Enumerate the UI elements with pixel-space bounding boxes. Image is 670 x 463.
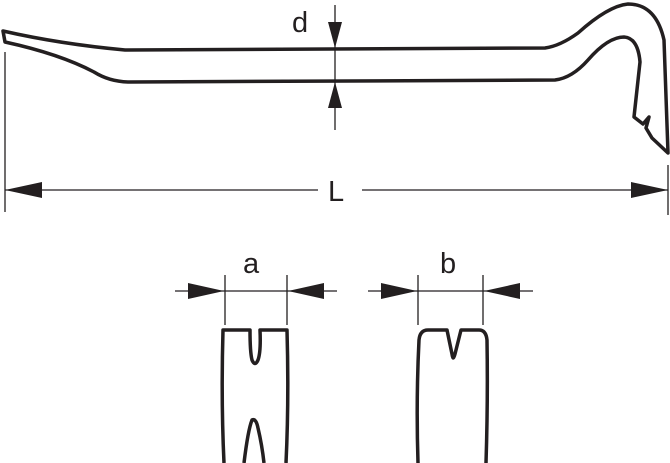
arrow-left-icon bbox=[5, 182, 42, 198]
arrow-left-icon bbox=[288, 283, 324, 299]
tip-end-view bbox=[415, 328, 490, 463]
bar-side-view bbox=[1, 2, 670, 155]
label-a: a bbox=[243, 248, 260, 280]
arrow-up-icon bbox=[328, 82, 342, 108]
dimension-d: d bbox=[292, 5, 342, 130]
arrow-down-icon bbox=[328, 22, 342, 48]
dimension-a: a bbox=[175, 248, 337, 325]
label-L: L bbox=[328, 176, 344, 208]
claw-outline bbox=[220, 328, 290, 463]
claw-end-view bbox=[220, 328, 290, 463]
arrow-left-icon bbox=[484, 283, 520, 299]
arrow-right-icon bbox=[188, 283, 224, 299]
label-b: b bbox=[440, 248, 456, 280]
arrow-right-icon bbox=[631, 182, 668, 198]
dimension-b: b bbox=[368, 248, 533, 325]
claw-split bbox=[242, 417, 266, 463]
label-d: d bbox=[292, 7, 308, 39]
arrow-right-icon bbox=[381, 283, 417, 299]
tip-outline bbox=[415, 328, 490, 463]
dimension-L: L bbox=[4, 52, 669, 215]
